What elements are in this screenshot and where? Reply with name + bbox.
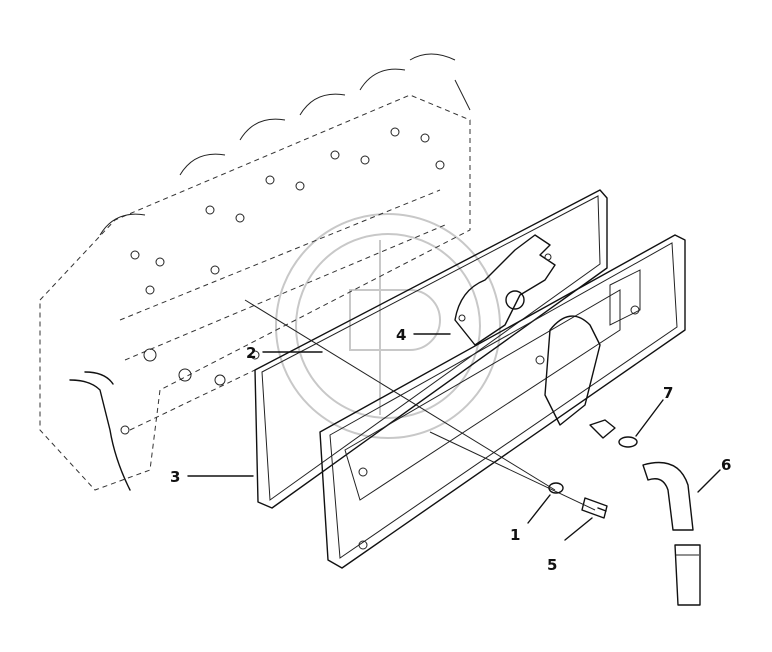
rear-gasket [254,189,608,509]
callout-7: 7 [663,384,673,402]
callout-6: 6 [721,456,731,474]
washer [548,482,564,494]
bolt [581,497,608,519]
callout-5: 5 [547,556,557,574]
callout-1: 1 [510,526,520,544]
watermark-logo [275,213,501,439]
hose-clamp [618,436,638,448]
callout-3: 3 [170,468,180,486]
breather-hose [642,461,701,606]
cover-plate [454,234,556,346]
assembly-lines [244,299,596,511]
callout-4: 4 [396,326,406,344]
callout-leaders [187,333,721,541]
callout-2: 2 [246,344,256,362]
engine-block [39,53,471,491]
breather-housing [319,234,686,569]
